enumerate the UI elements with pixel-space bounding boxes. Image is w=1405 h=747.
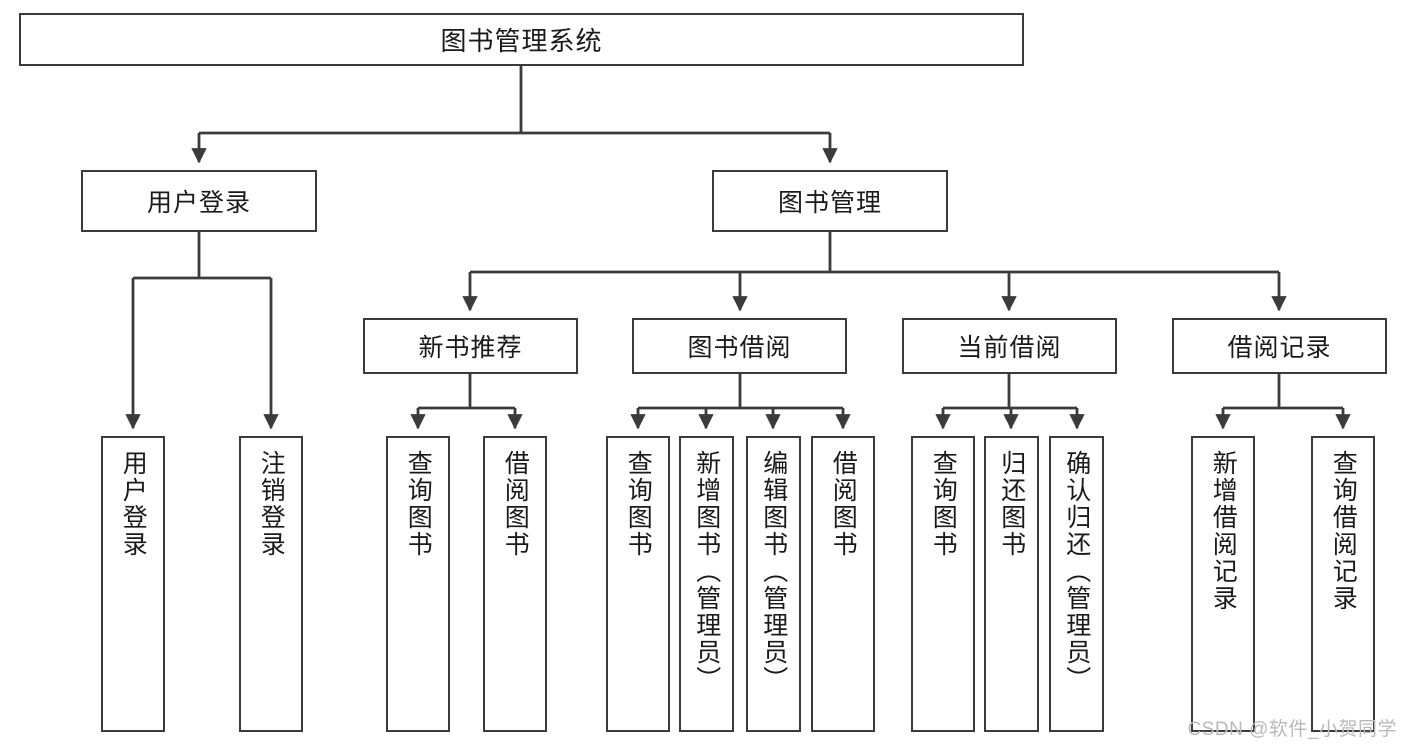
node-current-borrow[interactable]: 当前借阅 bbox=[902, 318, 1117, 374]
node-leaf-user-logout-label: 注销登录 bbox=[257, 450, 286, 558]
node-user-login[interactable]: 用户登录 bbox=[81, 170, 317, 232]
node-root[interactable]: 图书管理系统 bbox=[19, 13, 1024, 66]
node-leaf-borrow-book-2[interactable]: 借阅图书 bbox=[811, 436, 875, 732]
node-leaf-return-book[interactable]: 归还图书 bbox=[984, 436, 1039, 732]
node-leaf-borrow-book-1-label: 借阅图书 bbox=[501, 450, 530, 558]
node-leaf-query-book-2-label: 查询图书 bbox=[624, 450, 653, 558]
node-leaf-user-logout[interactable]: 注销登录 bbox=[239, 436, 303, 732]
node-user-login-label: 用户登录 bbox=[146, 189, 251, 217]
node-leaf-query-record[interactable]: 查询借阅记录 bbox=[1311, 436, 1375, 732]
node-book-manage[interactable]: 图书管理 bbox=[712, 170, 948, 232]
node-borrow-record[interactable]: 借阅记录 bbox=[1172, 318, 1387, 374]
node-leaf-borrow-book-1[interactable]: 借阅图书 bbox=[483, 436, 547, 732]
node-borrow-record-label: 借阅记录 bbox=[1227, 334, 1332, 362]
node-new-book-recommend-label: 新书推荐 bbox=[418, 334, 523, 362]
node-leaf-borrow-book-2-label: 借阅图书 bbox=[829, 450, 858, 558]
node-leaf-edit-book[interactable]: 编辑图书（管理员） bbox=[746, 436, 801, 732]
node-new-book-recommend[interactable]: 新书推荐 bbox=[363, 318, 578, 374]
node-leaf-query-book-3-label: 查询图书 bbox=[929, 450, 958, 558]
node-leaf-return-book-label: 归还图书 bbox=[997, 450, 1026, 558]
node-book-borrow-label: 图书借阅 bbox=[687, 334, 792, 362]
node-leaf-add-record[interactable]: 新增借阅记录 bbox=[1191, 436, 1255, 732]
node-leaf-query-record-label: 查询借阅记录 bbox=[1329, 450, 1358, 612]
node-leaf-query-book-2[interactable]: 查询图书 bbox=[606, 436, 670, 732]
node-leaf-user-login-label: 用户登录 bbox=[119, 450, 148, 558]
node-leaf-add-record-label: 新增借阅记录 bbox=[1209, 450, 1238, 612]
node-current-borrow-label: 当前借阅 bbox=[957, 334, 1062, 362]
node-leaf-add-book-label: 新增图书（管理员） bbox=[692, 450, 721, 693]
watermark: CSDN @软件_小贺同学 bbox=[1187, 719, 1397, 740]
node-root-label: 图书管理系统 bbox=[440, 26, 603, 56]
node-book-borrow[interactable]: 图书借阅 bbox=[632, 318, 847, 374]
node-leaf-edit-book-label: 编辑图书（管理员） bbox=[759, 450, 788, 693]
node-leaf-confirm-return-label: 确认归还（管理员） bbox=[1062, 450, 1091, 693]
node-leaf-query-book-1-label: 查询图书 bbox=[404, 450, 433, 558]
node-leaf-query-book-1[interactable]: 查询图书 bbox=[386, 436, 450, 732]
node-book-manage-label: 图书管理 bbox=[777, 189, 882, 217]
node-leaf-query-book-3[interactable]: 查询图书 bbox=[911, 436, 975, 732]
node-leaf-user-login[interactable]: 用户登录 bbox=[101, 436, 165, 732]
node-leaf-confirm-return[interactable]: 确认归还（管理员） bbox=[1049, 436, 1104, 732]
node-leaf-add-book[interactable]: 新增图书（管理员） bbox=[679, 436, 734, 732]
